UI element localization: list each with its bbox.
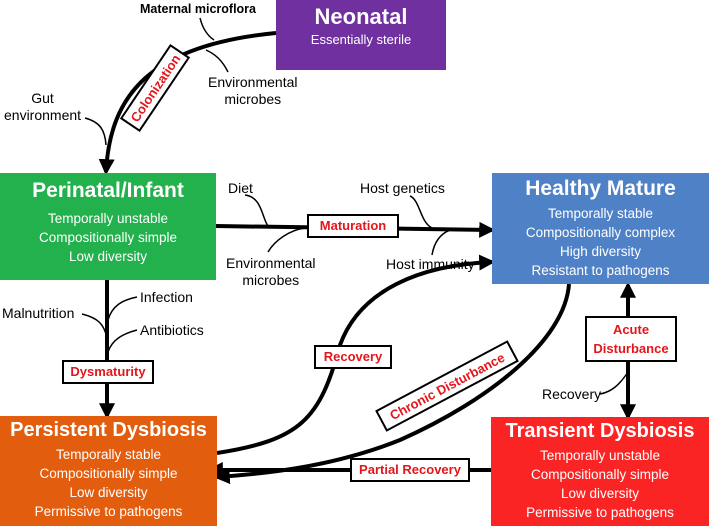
diet-label: Diet (228, 180, 253, 196)
maternal-influence-curve (199, 17, 215, 41)
transient-dysbiosis-line-3: Low diversity (560, 486, 640, 501)
recovery-small-label: Recovery (542, 386, 602, 402)
host-genetics-label: Host genetics (360, 180, 445, 196)
persistent-dysbiosis-line-2: Compositionally simple (39, 466, 178, 481)
acute-disturbance-label-1: Acute (612, 322, 650, 337)
healthy-mature-line-2: Compositionally complex (525, 225, 676, 240)
malnutrition-influence-curve (81, 313, 108, 339)
transient-dysbiosis-line-4: Permissive to pathogens (526, 505, 674, 520)
host-immunity-influence-curve (431, 229, 451, 256)
chronic-disturbance-label: Chronic Disturbance (387, 350, 507, 423)
persistent-dysbiosis-line-4: Permissive to pathogens (34, 504, 183, 519)
transient-dysbiosis-line-1: Temporally unstable (539, 448, 661, 463)
perinatal-line-2: Compositionally simple (38, 230, 178, 245)
healthy-mature-line-3: High diversity (559, 244, 642, 259)
malnutrition-label: Malnutrition (2, 305, 75, 321)
chronic-disturbance-arrow (213, 283, 571, 485)
healthy-mature-title: Healthy Mature (525, 177, 676, 200)
neonatal-box: Neonatal Essentially sterile (276, 0, 446, 70)
persistent-dysbiosis-box: Persistent Dysbiosis Temporally stable C… (0, 416, 217, 526)
environmental-microbes-label-2: Environmental microbes (226, 255, 316, 289)
maturation-tag: Maturation (307, 214, 399, 238)
persistent-dysbiosis-title: Persistent Dysbiosis (10, 419, 207, 441)
transient-dysbiosis-line-2: Compositionally simple (530, 467, 670, 482)
healthy-mature-box: Healthy Mature Temporally stable Composi… (492, 173, 709, 284)
acute-disturbance-label-2: Disturbance (593, 341, 669, 356)
persistent-dysbiosis-line-3: Low diversity (69, 485, 148, 500)
transient-dysbiosis-title: Transient Dysbiosis (505, 420, 695, 442)
recovery-influence-curve (599, 371, 629, 395)
gut-line-2: environment (4, 107, 82, 123)
gut-influence-curve (84, 117, 107, 146)
env1-line-1: Environmental (208, 74, 298, 90)
gut-environment-label: Gut environment (4, 90, 81, 124)
persistent-dysbiosis-line-1: Temporally stable (55, 447, 162, 462)
gut-line-1: Gut (31, 90, 54, 106)
antibiotics-influence-curve (107, 329, 138, 353)
perinatal-title: Perinatal/Infant (32, 179, 184, 202)
environmental-microbes-label-1: Environmental microbes (208, 74, 298, 108)
diet-influence-curve (244, 194, 269, 227)
environmental-influence-curve-2 (267, 227, 306, 253)
infection-influence-curve (107, 296, 138, 321)
maternal-microflora-label: Maternal microflora (140, 2, 257, 16)
antibiotics-label: Antibiotics (140, 322, 204, 338)
colonization-arrow (98, 31, 277, 176)
partial-recovery-tag: Partial Recovery (350, 458, 470, 482)
acute-disturbance-tag: Acute Disturbance (585, 316, 677, 362)
perinatal-line-3: Low diversity (68, 249, 148, 264)
transient-dysbiosis-box: Transient Dysbiosis Temporally unstable … (491, 417, 709, 526)
neonatal-title: Neonatal (314, 4, 408, 29)
recovery-tag: Recovery (314, 345, 392, 369)
healthy-mature-line-4: Resistant to pathogens (531, 263, 670, 278)
perinatal-box: Perinatal/Infant Temporally unstable Com… (0, 173, 216, 280)
host-genetics-influence-curve (409, 195, 433, 229)
environmental-influence-curve-1 (205, 49, 229, 73)
neonatal-line-1: Essentially sterile (310, 32, 412, 47)
host-immunity-label: Host immunity (386, 256, 475, 272)
dysmaturity-tag: Dysmaturity (62, 360, 154, 384)
env2-line-2: microbes (242, 272, 300, 288)
env1-line-2: microbes (224, 91, 282, 107)
env2-line-1: Environmental (226, 255, 316, 271)
infection-label: Infection (140, 289, 193, 305)
healthy-mature-line-1: Temporally stable (547, 206, 654, 221)
colonization-tag: Colonization (119, 43, 191, 133)
perinatal-line-1: Temporally unstable (47, 211, 169, 226)
